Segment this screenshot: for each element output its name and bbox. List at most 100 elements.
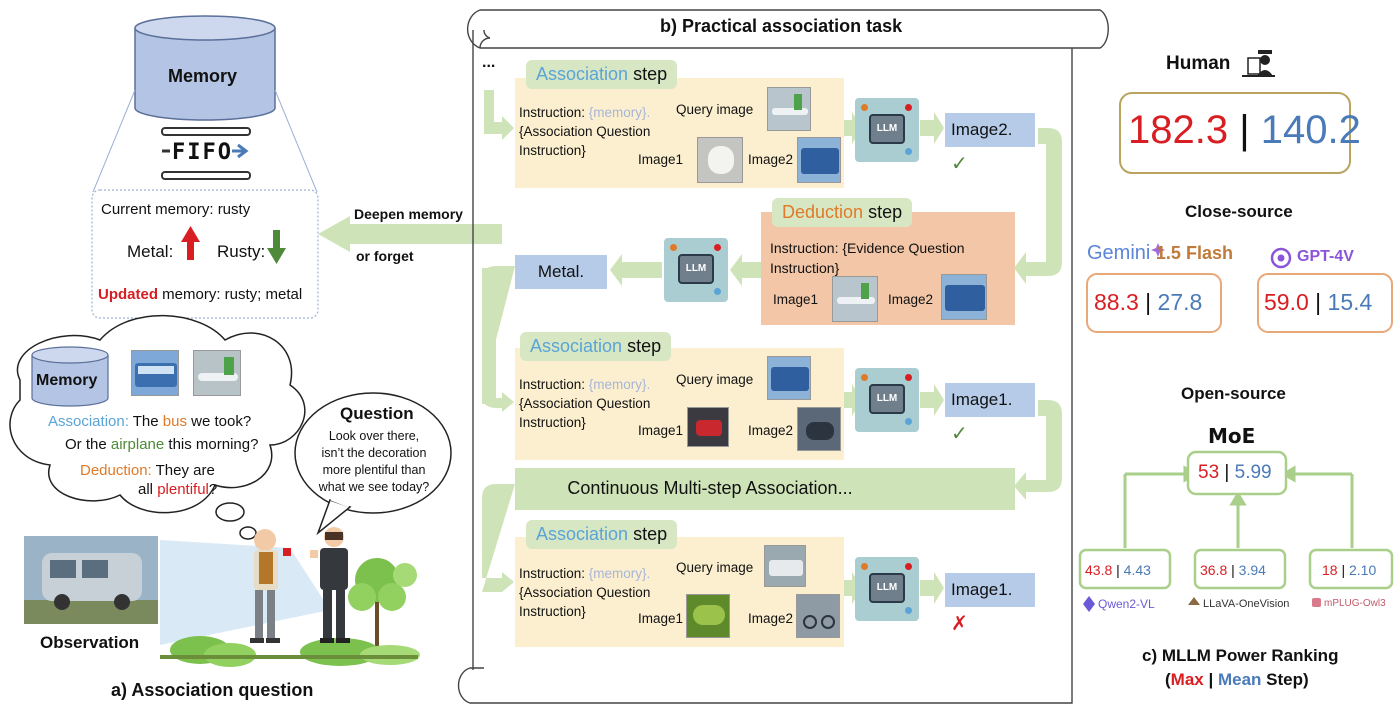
image2-label-d: Image2	[888, 292, 934, 307]
human-label: Human	[1166, 53, 1231, 74]
mplug-label: mPLUG-Owl3	[1324, 598, 1386, 609]
person-right	[310, 527, 350, 643]
answer-deduction: Metal.	[515, 255, 607, 289]
gemini-score: 88.3 | 27.8	[1094, 289, 1203, 315]
llava-logo-icon	[1188, 597, 1200, 605]
item-photo-2b	[797, 407, 841, 451]
gemini-score-box	[1086, 273, 1222, 333]
deduction-step-tag: Deduction step	[772, 198, 913, 227]
llava-score: 36.8 | 3.94	[1200, 562, 1266, 578]
gpt-label: GPT-4V	[1297, 248, 1354, 265]
van-photo	[24, 536, 158, 624]
forget-label: or forget	[356, 248, 414, 264]
gemini-sparkle-icon	[1151, 243, 1165, 257]
image2-label-1: Image2	[748, 152, 794, 167]
image2-label-3: Image2	[748, 611, 794, 626]
item-photo-2a	[687, 407, 729, 447]
cloud-memory-icon	[31, 346, 109, 407]
banana-photo	[686, 594, 730, 638]
gpt-score: 59.0 | 15.4	[1264, 289, 1373, 315]
query-image-label-1: Query image	[676, 102, 754, 117]
deepen-label: Deepen memory	[354, 206, 463, 222]
panel-b-title: b) Practical association task	[660, 16, 903, 36]
panel-a-caption: a) Association question	[111, 680, 314, 700]
llm-icon-3: LLM	[855, 557, 919, 621]
observation-label: Observation	[40, 633, 140, 652]
qwen-logo-icon	[1083, 596, 1095, 612]
mplug-score-box	[1308, 548, 1394, 590]
query-image-1	[767, 87, 811, 131]
association-step-tag-1: Association step	[526, 60, 678, 89]
open-source-label: Open-source	[1181, 384, 1286, 403]
llava-score-box	[1193, 548, 1287, 590]
openai-icon	[1270, 247, 1292, 269]
bus-photo-d	[941, 274, 987, 320]
association-step-tag-2: Association step	[520, 332, 672, 361]
answer-3: Image1. ✗	[945, 573, 1035, 635]
query-image-label-3: Query image	[676, 560, 754, 575]
panel-c-legend: (Max | Mean Step)	[1165, 670, 1309, 689]
memory-state-box	[91, 189, 319, 319]
assoc-instruction-1: Instruction: {memory}. {Association Ques…	[519, 105, 651, 158]
question-text: Look over there, isn’t the decoration mo…	[318, 429, 430, 494]
gemini-label: Gemini 1.5 Flash	[1087, 242, 1233, 264]
person-left	[250, 529, 291, 643]
arrow-down-icon	[267, 230, 286, 264]
assoc-instruction-2: Instruction: {memory}. {Association Ques…	[519, 377, 651, 430]
scene-trees	[160, 558, 420, 667]
cloud-memory-label: Memory	[36, 372, 98, 389]
metal-label: Metal:	[127, 242, 174, 261]
current-memory-text: Current memory: rusty	[101, 201, 251, 218]
human-score: 182.3 | 140.2	[1128, 108, 1361, 152]
mplug-logo-icon	[1312, 598, 1321, 607]
image1-label-2: Image1	[638, 423, 684, 438]
moe-score: 53 | 5.99	[1198, 462, 1272, 483]
scroll-frame	[457, 9, 1109, 704]
bus-photo-1	[797, 137, 841, 183]
panel-c-caption: c) MLLM Power Ranking	[1142, 646, 1339, 665]
memory-database-icon	[134, 15, 276, 121]
ranking-tree	[1123, 465, 1354, 548]
continuous-banner	[515, 468, 1015, 510]
image1-label-d: Image1	[773, 292, 819, 307]
llm-icon-2: LLM	[855, 368, 919, 432]
mplug-score: 18 | 2.10	[1322, 562, 1377, 578]
qwen-score: 43.8 | 4.43	[1085, 562, 1151, 578]
human-icon	[1242, 50, 1275, 77]
association-line: Association: The bus we took?	[48, 413, 252, 430]
image1-label-1: Image1	[638, 152, 684, 167]
answer-2: Image1. ✓	[945, 383, 1035, 445]
image2-label-2: Image2	[748, 423, 794, 438]
assoc-instruction-3: Instruction: {memory}. {Association Ques…	[519, 566, 651, 619]
query-image-3	[764, 545, 806, 587]
arrow-up-icon	[181, 226, 200, 260]
query-image-2	[767, 356, 811, 400]
updated-memory-text: Updated memory: rusty; metal	[98, 286, 303, 303]
llm-icon-1: LLM	[855, 98, 919, 162]
plentiful-line: all plentiful?	[138, 481, 218, 498]
speech-bubble	[294, 392, 452, 536]
bus-photo	[131, 350, 179, 396]
close-source-label: Close-source	[1185, 202, 1293, 221]
qwen-label: Qwen2-VL	[1098, 597, 1155, 611]
gpt-score-box	[1257, 273, 1393, 333]
deepen-memory-arrow	[318, 216, 502, 252]
query-image-label-2: Query image	[676, 372, 754, 387]
moe-score-box	[1186, 450, 1288, 496]
answer-1: Image2. ✓	[945, 113, 1035, 175]
rusty-label: Rusty:	[217, 242, 266, 261]
vision-beam	[160, 540, 330, 645]
moe-label: MoE	[1208, 424, 1256, 448]
fifo-icon	[161, 127, 251, 180]
deduction-line: Deduction: They are	[80, 462, 215, 479]
association-step-tag-3: Association step	[526, 520, 678, 549]
airplane-photo	[193, 350, 241, 396]
question-title: Question	[340, 404, 414, 423]
ellipsis: ...	[482, 54, 496, 71]
bicycle-photo	[796, 594, 840, 638]
fifo-label: FIFO	[172, 140, 233, 165]
qwen-score-box	[1078, 548, 1172, 590]
llava-label: LLaVA-OneVision	[1203, 598, 1290, 610]
image1-label-3: Image1	[638, 611, 684, 626]
